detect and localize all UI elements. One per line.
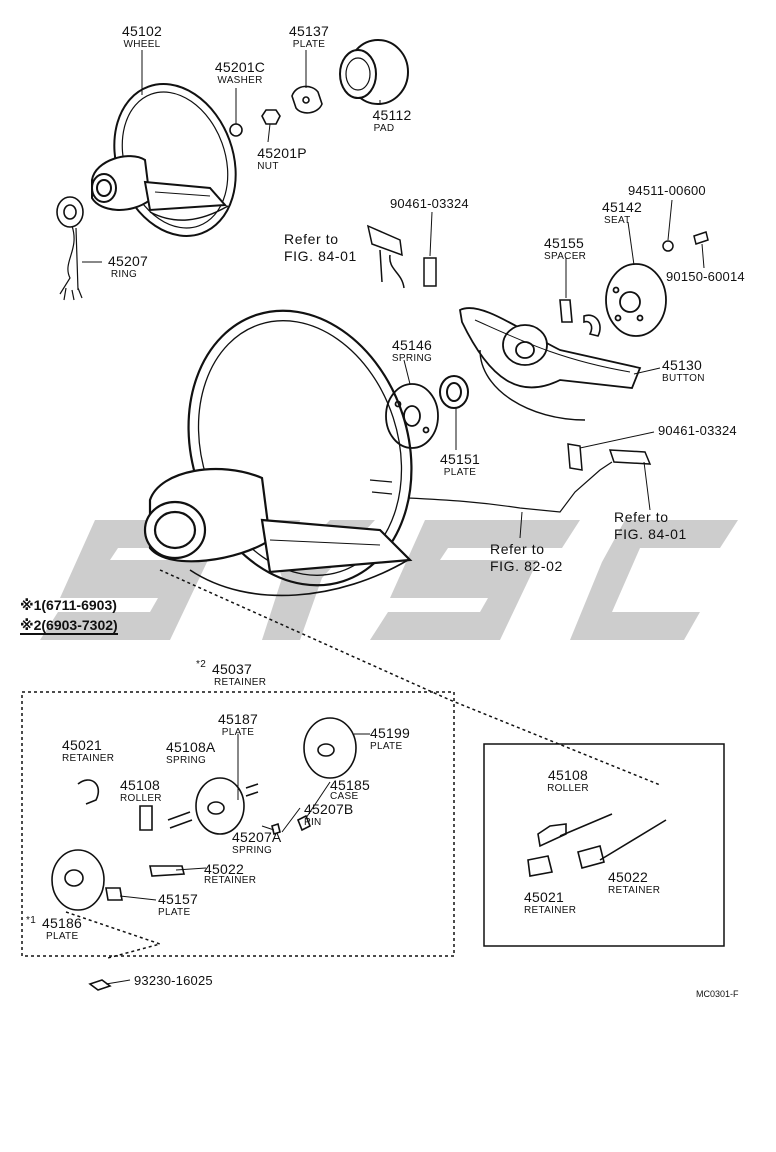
range-note-2: ※2(6903-7302) xyxy=(20,617,118,635)
refer-84-01-top-line1: Refer to xyxy=(284,231,339,247)
seat-45142 xyxy=(605,263,667,337)
label-45022-variant-num: 45022 xyxy=(608,869,648,885)
pad-45112 xyxy=(339,39,409,105)
refer-84-01-right-line2: FIG. 84-01 xyxy=(614,526,687,542)
label-45112-name: PAD xyxy=(373,123,395,134)
label-45142-name: SEAT xyxy=(604,215,631,226)
plate-45137 xyxy=(291,85,323,114)
variant-detail-box xyxy=(483,743,725,947)
label-45207B-num: 45207B xyxy=(304,801,354,817)
label-45021-variant-num: 45021 xyxy=(524,889,564,905)
label-45187-num: 45187 xyxy=(218,711,258,727)
label-45108A-num: 45108A xyxy=(166,739,216,755)
label-45199-name: PLATE xyxy=(370,741,403,752)
spring-45146 xyxy=(385,383,439,449)
label-45037-mark: *2 xyxy=(196,659,207,670)
washer-nut xyxy=(229,109,281,137)
label-45201p-num: 45201P xyxy=(257,145,307,161)
label-45207A-name: SPRING xyxy=(232,845,273,856)
label-45108-detail-name: ROLLER xyxy=(120,793,162,804)
label-45112-num: 45112 xyxy=(372,107,412,123)
label-45108A-name: SPRING xyxy=(166,755,207,766)
nut-bolt-small xyxy=(662,231,709,252)
wheel-main xyxy=(143,309,413,597)
spacer-45155 xyxy=(559,299,601,337)
connector-top xyxy=(366,224,437,289)
label-90461-right: 90461-03324 xyxy=(658,423,737,438)
refer-82-02-line2: FIG. 82-02 xyxy=(490,558,563,574)
label-45137-name: PLATE xyxy=(292,39,326,50)
label-45207B-name: PIN xyxy=(304,817,322,828)
label-93230: 93230-16025 xyxy=(134,973,213,988)
label-45199-num: 45199 xyxy=(370,725,410,741)
label-45186-name: PLATE xyxy=(46,931,79,942)
label-45207A-num: 45207A xyxy=(232,829,282,845)
refer-84-01-top-line2: FIG. 84-01 xyxy=(284,248,357,264)
label-45146-num: 45146 xyxy=(392,337,432,353)
label-45102-num: 45102 xyxy=(122,23,162,39)
label-45130-name: BUTTON xyxy=(662,373,705,384)
label-45186-mark: *1 xyxy=(26,915,37,926)
label-45108-variant-name: ROLLER xyxy=(547,783,589,794)
label-45130-num: 45130 xyxy=(662,357,702,373)
label-45201p-name: NUT xyxy=(257,161,279,172)
label-45022-detail-name: RETAINER xyxy=(204,875,257,886)
detail-parts xyxy=(51,717,667,991)
label-45146-name: SPRING xyxy=(391,353,433,364)
label-94511: 94511-00600 xyxy=(628,183,706,198)
label-45185-num: 45185 xyxy=(330,777,370,793)
label-45207-name: RING xyxy=(110,269,138,280)
label-45108-variant-num: 45108 xyxy=(548,767,588,783)
label-45155-name: SPACER xyxy=(544,251,587,262)
label-45037-name: RETAINER xyxy=(214,677,267,688)
refer-84-01-right-line1: Refer to xyxy=(614,509,669,525)
connector-right xyxy=(567,443,652,471)
retainer-detail-box xyxy=(21,569,661,959)
refer-82-02-line1: Refer to xyxy=(490,541,545,557)
label-45201c-name: WASHER xyxy=(217,75,263,86)
label-45037-num: 45037 xyxy=(212,661,252,677)
label-45102-name: WHEEL xyxy=(123,39,161,50)
label-90461-top: 90461-03324 xyxy=(390,196,469,211)
ring-45207 xyxy=(56,196,84,301)
label-45137-num: 45137 xyxy=(289,23,329,39)
wires xyxy=(369,461,613,513)
label-45201c-num: 45201C xyxy=(214,59,266,75)
label-45151-num: 45151 xyxy=(440,451,480,467)
label-45022-variant-name: RETAINER xyxy=(608,885,661,896)
leader-lines xyxy=(82,50,705,539)
label-45021-detail-num: 45021 xyxy=(62,737,102,753)
label-45157-num: 45157 xyxy=(158,891,198,907)
button-45130 xyxy=(459,307,642,421)
detail-leaders xyxy=(105,733,370,985)
label-45021-variant-name: RETAINER xyxy=(524,905,577,916)
label-45155-num: 45155 xyxy=(544,235,584,251)
label-45187-name: PLATE xyxy=(221,727,255,738)
label-45207-num: 45207 xyxy=(108,253,148,269)
label-45021-detail-name: RETAINER xyxy=(62,753,115,764)
label-45157-name: PLATE xyxy=(158,907,191,918)
drawing-code: MC0301-F xyxy=(696,989,739,999)
label-45142-num: 45142 xyxy=(602,199,642,215)
label-45151-name: PLATE xyxy=(443,467,477,478)
label-45108-detail-num: 45108 xyxy=(120,777,160,793)
label-45186-num: 45186 xyxy=(42,915,82,931)
plate-45151 xyxy=(439,375,469,409)
wheel-45102-small xyxy=(91,83,237,237)
label-45185-name: CASE xyxy=(330,791,359,802)
label-90150: 90150-60014 xyxy=(666,269,745,284)
label-45022-detail-num: 45022 xyxy=(204,861,244,877)
range-note-1: ※1(6711-6903) xyxy=(20,597,117,613)
